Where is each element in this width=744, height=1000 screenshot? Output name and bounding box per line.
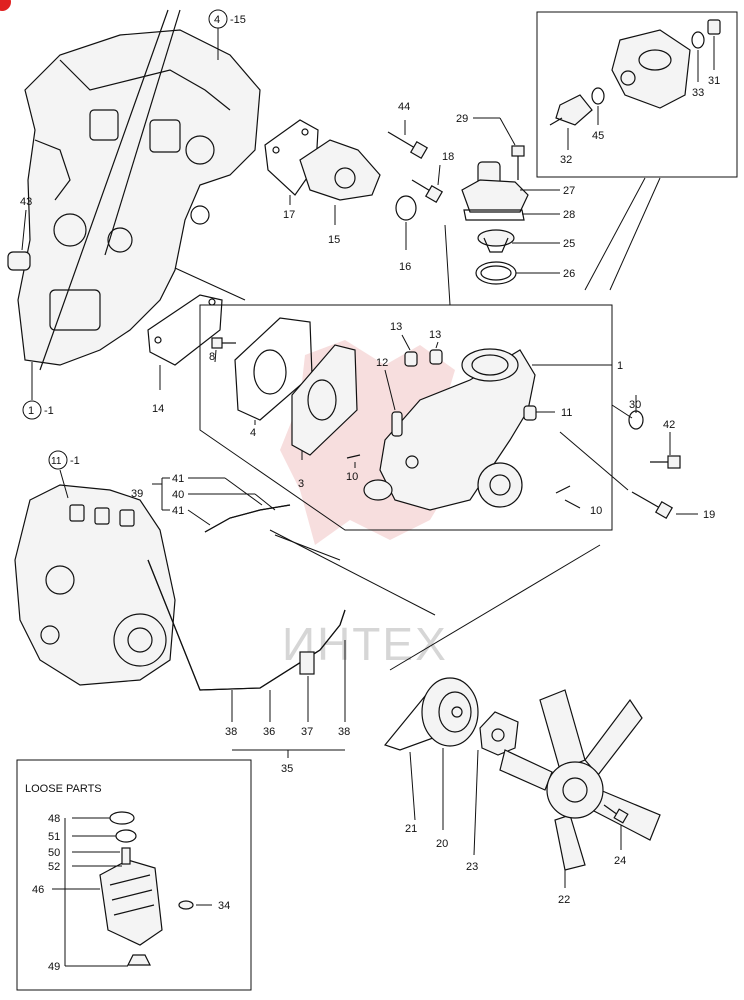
water-pump-1-drawing bbox=[363, 348, 612, 511]
callout-52: 52 bbox=[48, 861, 60, 873]
gasket-26-drawing bbox=[475, 261, 560, 285]
callout-36: 36 bbox=[263, 726, 275, 738]
callout-41a: 41 bbox=[172, 473, 184, 485]
ref-4-marker: 4 -15 bbox=[208, 9, 246, 60]
water-pump-frame bbox=[174, 224, 613, 531]
pipe-12-drawing bbox=[384, 369, 403, 437]
pin-10-drawing bbox=[346, 454, 581, 509]
callout-4: 4 bbox=[250, 427, 256, 439]
ref-4-number: 4 bbox=[214, 14, 220, 26]
callout-3: 3 bbox=[298, 478, 304, 490]
callout-51: 51 bbox=[48, 831, 60, 843]
ref-11-number: 11 bbox=[51, 456, 62, 467]
callout-45: 45 bbox=[592, 130, 604, 142]
injection-pump-drawing bbox=[14, 469, 176, 686]
loose-parts-drawing bbox=[16, 759, 252, 991]
callout-49: 49 bbox=[48, 961, 60, 973]
callout-39: 39 bbox=[131, 488, 143, 500]
callout-44: 44 bbox=[398, 101, 410, 113]
bolt-24-drawing bbox=[603, 804, 629, 850]
callout-46: 46 bbox=[32, 884, 44, 896]
callout-27: 27 bbox=[563, 185, 575, 197]
callout-23: 23 bbox=[466, 861, 478, 873]
callout-37: 37 bbox=[301, 726, 313, 738]
callout-14: 14 bbox=[152, 403, 164, 415]
callout-32: 32 bbox=[560, 154, 572, 166]
callout-31: 31 bbox=[708, 75, 720, 87]
ref-1-suffix: -1 bbox=[44, 405, 54, 417]
loose-parts-title: LOOSE PARTS bbox=[25, 783, 102, 795]
callout-8: 8 bbox=[209, 351, 215, 363]
callout-1: 1 bbox=[617, 360, 623, 372]
thermostat-25-drawing bbox=[477, 229, 560, 253]
callout-30: 30 bbox=[629, 399, 641, 411]
plug-43-drawing bbox=[7, 209, 31, 271]
callout-16: 16 bbox=[399, 261, 411, 273]
callout-43: 43 bbox=[20, 196, 32, 208]
callout-18: 18 bbox=[442, 151, 454, 163]
ref-11-suffix: -1 bbox=[70, 455, 80, 467]
ref-11-marker: 11 -1 bbox=[48, 450, 80, 470]
pulley-20-drawing bbox=[421, 677, 479, 830]
pipe-36-drawing bbox=[147, 529, 601, 758]
ref-1-marker: 1 -1 bbox=[22, 362, 54, 420]
callout-24: 24 bbox=[614, 855, 626, 867]
callout-38a: 38 bbox=[225, 726, 237, 738]
callout-28: 28 bbox=[563, 209, 575, 221]
callout-38b: 38 bbox=[338, 726, 350, 738]
callout-20: 20 bbox=[436, 838, 448, 850]
bolt-29-drawing bbox=[473, 117, 525, 180]
plate-3-drawing bbox=[291, 344, 358, 460]
spacer-23-drawing bbox=[473, 711, 519, 856]
callout-33: 33 bbox=[692, 87, 704, 99]
callout-26: 26 bbox=[563, 268, 575, 280]
sender-inset-drawing bbox=[536, 11, 738, 291]
washer-30-drawing bbox=[611, 395, 644, 430]
gasket-14-drawing bbox=[147, 294, 223, 390]
callout-11: 11 bbox=[561, 407, 572, 419]
callout-35: 35 bbox=[281, 763, 293, 775]
callout-12: 12 bbox=[376, 357, 388, 369]
bolt-44-drawing bbox=[387, 120, 429, 160]
callout-48: 48 bbox=[48, 813, 60, 825]
callout-25: 25 bbox=[563, 238, 575, 250]
callout-22: 22 bbox=[558, 894, 570, 906]
oring-16-drawing bbox=[395, 195, 417, 250]
callout-10a: 10 bbox=[346, 471, 358, 483]
bolt-8-drawing bbox=[211, 337, 236, 363]
callout-34: 34 bbox=[218, 900, 230, 912]
plug-13-drawing bbox=[401, 334, 443, 367]
callout-19: 19 bbox=[703, 509, 715, 521]
bolt-42-drawing bbox=[650, 432, 681, 469]
callout-15: 15 bbox=[328, 234, 340, 246]
callout-10b: 10 bbox=[590, 505, 602, 517]
engine-block-drawing bbox=[17, 9, 261, 371]
callout-13a: 13 bbox=[390, 321, 402, 333]
callout-50: 50 bbox=[48, 847, 60, 859]
thermostat-cover-27-drawing bbox=[461, 161, 560, 221]
ref-4-suffix: -15 bbox=[230, 14, 246, 26]
callout-40: 40 bbox=[172, 489, 184, 501]
callout-17: 17 bbox=[283, 209, 295, 221]
callout-42: 42 bbox=[663, 419, 675, 431]
ref-1-number: 1 bbox=[28, 405, 34, 417]
callout-21: 21 bbox=[405, 823, 417, 835]
hose-41-drawing bbox=[152, 477, 291, 533]
bolt-19-drawing bbox=[559, 431, 698, 520]
fan-22-drawing bbox=[499, 689, 661, 888]
corner-badge-icon bbox=[0, 0, 11, 11]
housing-15-drawing bbox=[299, 139, 381, 225]
plug-11-drawing bbox=[523, 405, 555, 421]
bolt-18-drawing bbox=[411, 164, 444, 204]
callout-29: 29 bbox=[456, 113, 468, 125]
callout-41b: 41 bbox=[172, 505, 184, 517]
callout-13b: 13 bbox=[429, 329, 441, 341]
